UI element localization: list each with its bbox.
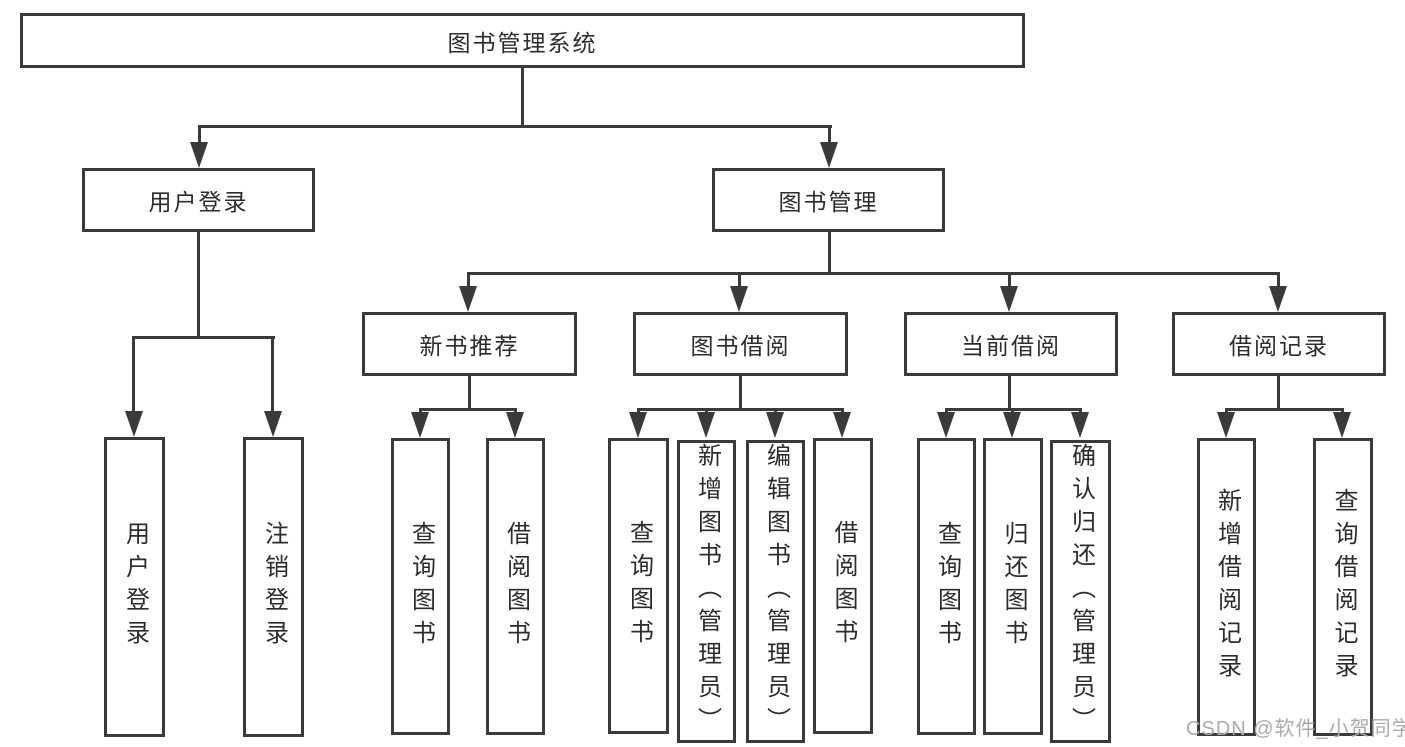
connector-borrow-branch — [637, 408, 844, 411]
connector-drop-edit-book — [774, 408, 777, 414]
connector-bookmgmt-branch — [467, 272, 1280, 275]
leaf-edit-book-admin-label: 编辑图书（管理员） — [762, 443, 790, 740]
arrowhead-down-icon — [1071, 412, 1089, 438]
csdn-watermark: CSDN @软件_小贺同学 — [1186, 718, 1405, 740]
connector-drop-user-login — [198, 125, 201, 145]
leaf-user-login: 用户登录 — [104, 437, 165, 737]
leaf-borrow-book-label: 借阅图书 — [830, 520, 857, 652]
leaf-logout: 注销登录 — [243, 437, 304, 737]
arrowhead-down-icon — [506, 412, 524, 438]
connector-root-branch — [198, 125, 832, 128]
leaf-add-borrow-record: 新增借阅记录 — [1197, 438, 1256, 736]
connector-drop-borrow-leaf — [841, 408, 844, 414]
connector-root-stem — [521, 68, 524, 125]
connector-drop-current-query — [945, 408, 948, 414]
leaf-rec-borrow-book: 借阅图书 — [486, 438, 545, 735]
leaf-logout-label: 注销登录 — [260, 521, 288, 653]
leaf-rec-borrow-book-label: 借阅图书 — [502, 520, 530, 653]
leaf-borrow-book: 借阅图书 — [813, 438, 873, 734]
node-user-login: 用户登录 — [82, 168, 315, 232]
connector-drop-book-management — [828, 125, 831, 145]
arrowhead-down-icon — [629, 412, 647, 438]
connector-drop-current-borrow — [1008, 272, 1011, 288]
leaf-rec-query-book-label: 查询图书 — [407, 520, 435, 653]
connector-borrow-stem — [739, 376, 742, 408]
connector-drop-confirm-return — [1079, 408, 1082, 414]
arrowhead-down-icon — [766, 412, 784, 438]
leaf-add-borrow-record-label: 新增借阅记录 — [1213, 488, 1241, 686]
node-book-management: 图书管理 — [712, 168, 945, 232]
node-current-borrow: 当前借阅 — [904, 312, 1118, 376]
connector-drop-rec-query — [419, 408, 422, 414]
arrowhead-down-icon — [1000, 286, 1018, 312]
leaf-rec-query-book: 查询图书 — [391, 438, 450, 735]
node-root-system: 图书管理系统 — [20, 13, 1025, 68]
arrowhead-down-icon — [125, 411, 143, 437]
connector-drop-book-borrow — [738, 272, 741, 288]
connector-drop-query-record — [1341, 408, 1344, 414]
connector-drop-borrow-query — [637, 408, 640, 414]
leaf-current-query-book-label: 查询图书 — [933, 520, 961, 653]
connector-drop-new-book-recommend — [467, 272, 470, 288]
leaf-current-query-book: 查询图书 — [917, 438, 976, 735]
connector-drop-leaf-logout — [271, 336, 274, 413]
arrowhead-down-icon — [833, 412, 851, 438]
leaf-query-borrow-record: 查询借阅记录 — [1313, 438, 1373, 736]
arrowhead-down-icon — [1217, 412, 1235, 438]
leaf-query-borrow-record-label: 查询借阅记录 — [1330, 488, 1357, 686]
connector-drop-rec-borrow — [514, 408, 517, 414]
leaf-borrow-query-book: 查询图书 — [608, 438, 669, 734]
connector-drop-add-book — [705, 408, 708, 414]
leaf-confirm-return-admin: 确认归还（管理员） — [1050, 440, 1111, 743]
arrowhead-down-icon — [264, 411, 282, 437]
arrowhead-down-icon — [1269, 286, 1287, 312]
leaf-return-book: 归还图书 — [983, 438, 1043, 735]
leaf-add-book-admin-label: 新增图书（管理员） — [693, 443, 721, 740]
connector-current-stem — [1008, 376, 1011, 408]
arrowhead-down-icon — [1333, 412, 1351, 438]
arrowhead-down-icon — [190, 142, 208, 168]
arrowhead-down-icon — [730, 286, 748, 312]
arrowhead-down-icon — [697, 412, 715, 438]
connector-drop-borrow-record — [1277, 272, 1280, 288]
connector-userlogin-stem — [197, 232, 200, 336]
arrowhead-down-icon — [1003, 412, 1021, 438]
node-new-book-recommend: 新书推荐 — [362, 312, 577, 376]
connector-rec-stem — [468, 376, 471, 408]
leaf-edit-book-admin: 编辑图书（管理员） — [746, 440, 805, 743]
leaf-add-book-admin: 新增图书（管理员） — [677, 440, 736, 743]
arrowhead-down-icon — [411, 412, 429, 438]
connector-record-stem — [1277, 376, 1280, 408]
connector-rec-branch — [419, 408, 517, 411]
connector-record-branch — [1225, 408, 1344, 411]
leaf-confirm-return-admin-label: 确认归还（管理员） — [1067, 443, 1095, 740]
arrowhead-down-icon — [937, 412, 955, 438]
connector-bookmgmt-stem — [828, 232, 831, 272]
connector-drop-add-record — [1225, 408, 1228, 414]
leaf-borrow-query-book-label: 查询图书 — [625, 520, 653, 652]
node-borrow-record: 借阅记录 — [1172, 312, 1386, 376]
connector-drop-return-book — [1011, 408, 1014, 414]
connector-drop-leaf-user-login — [132, 336, 135, 413]
connector-userlogin-branch — [132, 336, 275, 339]
node-book-borrow: 图书借阅 — [633, 312, 848, 376]
arrowhead-down-icon — [459, 286, 477, 312]
leaf-return-book-label: 归还图书 — [1000, 520, 1027, 653]
leaf-user-login-label: 用户登录 — [121, 521, 149, 653]
arrowhead-down-icon — [820, 142, 838, 168]
